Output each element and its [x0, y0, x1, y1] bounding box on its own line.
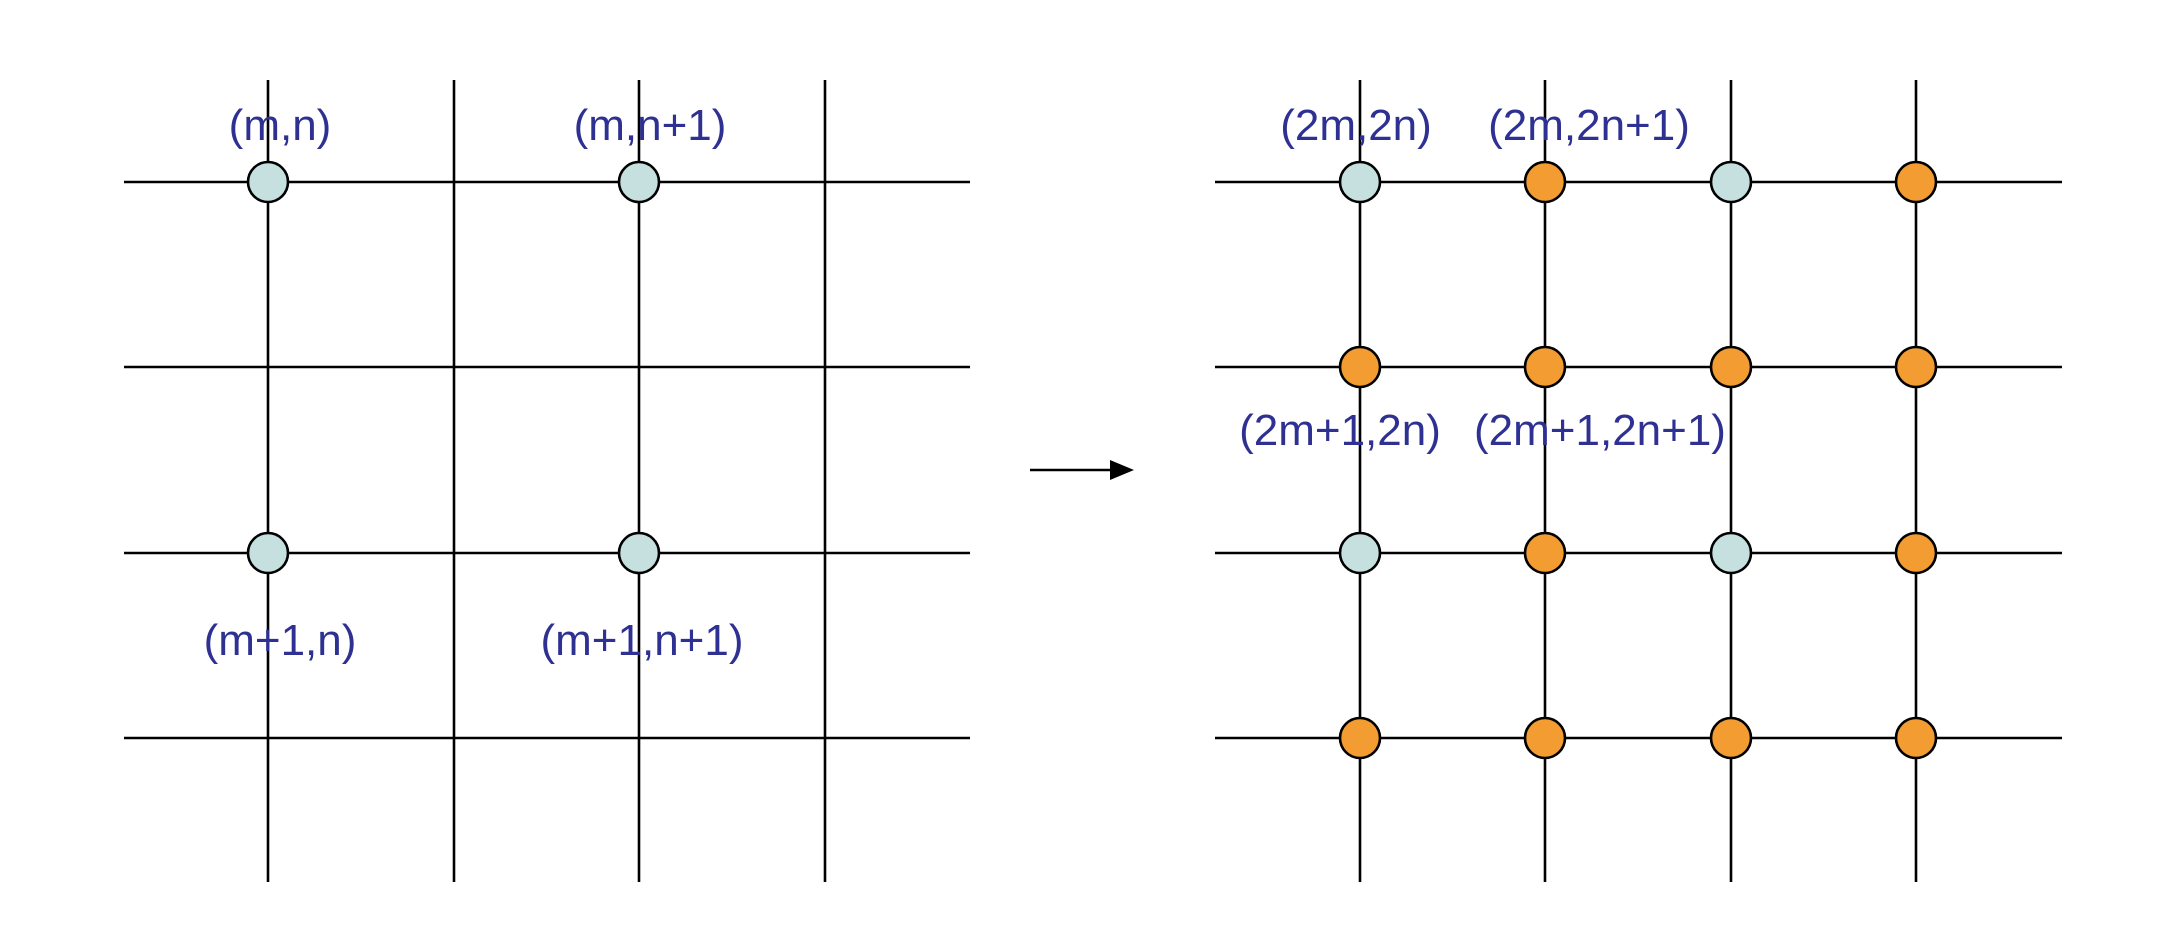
transform-arrow: [1030, 460, 1134, 480]
right-node-interpolated-r3-c4: [1894, 531, 1938, 575]
left-node-m-n1: [617, 160, 661, 204]
label-m-n: (m,n): [229, 101, 332, 150]
right-node-original-r1-c1: [1338, 160, 1382, 204]
right-node-interpolated-r2-c4: [1894, 345, 1938, 389]
right-node-interpolated-r4-c4: [1894, 716, 1938, 760]
arrow-head: [1110, 460, 1134, 480]
label-2m-plus-1-2n: (2m+1,2n): [1239, 406, 1441, 455]
right-node-interpolated-r4-c3: [1709, 716, 1753, 760]
right-node-original-r3-c3: [1709, 531, 1753, 575]
right-node-interpolated-r1-c4: [1894, 160, 1938, 204]
right-grid: (2m,2n) (2m,2n+1) (2m+1,2n) (2m+1,2n+1): [1215, 80, 2062, 882]
label-m-plus-1-n-plus-1: (m+1,n+1): [541, 616, 744, 665]
right-node-original-r1-c3: [1709, 160, 1753, 204]
right-node-original-r3-c1: [1338, 531, 1382, 575]
right-node-interpolated-r3-c2: [1523, 531, 1567, 575]
right-node-interpolated-r4-c1: [1338, 716, 1382, 760]
label-m-plus-1-n: (m+1,n): [204, 616, 357, 665]
left-node-m1-n: [246, 531, 290, 575]
right-node-interpolated-r2-c3: [1709, 345, 1753, 389]
right-node-interpolated-r4-c2: [1523, 716, 1567, 760]
right-node-interpolated-r1-c2: [1523, 160, 1567, 204]
left-node-m-n: [246, 160, 290, 204]
label-2m-2n-plus-1: (2m,2n+1): [1488, 101, 1690, 150]
right-node-interpolated-r2-c2: [1523, 345, 1567, 389]
left-node-m1-n1: [617, 531, 661, 575]
label-m-n-plus-1: (m,n+1): [574, 101, 727, 150]
label-2m-2n: (2m,2n): [1280, 101, 1432, 150]
right-node-interpolated-r2-c1: [1338, 345, 1382, 389]
label-2m-plus-1-2n-plus-1: (2m+1,2n+1): [1474, 406, 1726, 455]
right-grid-nodes: [1338, 160, 1938, 760]
left-grid: (m,n) (m,n+1) (m+1,n) (m+1,n+1): [124, 80, 970, 882]
